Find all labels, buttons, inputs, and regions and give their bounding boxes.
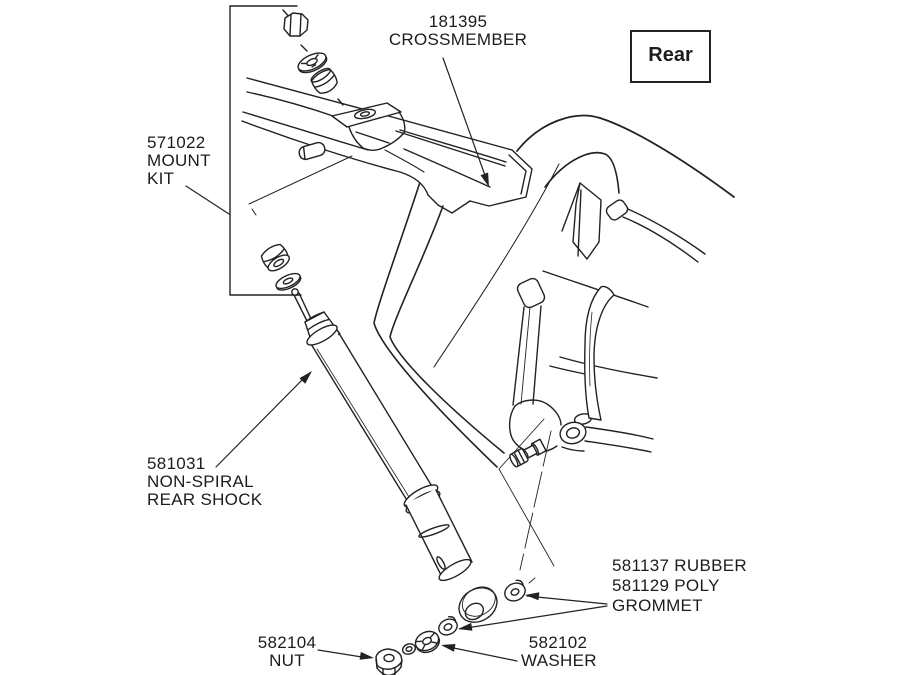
- part-name: WASHER: [521, 651, 597, 670]
- part-name: GROMMET: [612, 596, 703, 615]
- part-name: MOUNT: [147, 151, 211, 170]
- nut-drawing: [375, 648, 403, 675]
- view-label-box: Rear: [630, 30, 711, 83]
- rear-shock-drawing: [293, 292, 498, 623]
- part-name: KIT: [147, 169, 175, 188]
- lower-hardware-drawing: [375, 577, 536, 675]
- part-number: 581129 POLY: [612, 576, 720, 595]
- frame-rail-drawing: [373, 114, 735, 571]
- part-number: 582102: [528, 633, 588, 652]
- part-name: NON-SPIRAL: [147, 472, 254, 491]
- part-name: NUT: [269, 651, 305, 670]
- shock-lower-stud: [509, 438, 547, 468]
- part-name: CROSSMEMBER: [388, 30, 528, 49]
- leader-lines: [185, 57, 608, 662]
- crossmember-drawing: [241, 77, 533, 214]
- part-number: 571022: [147, 133, 206, 152]
- view-label: Rear: [648, 44, 693, 66]
- part-number: 581031: [147, 454, 206, 473]
- arrowheads: [299, 172, 540, 660]
- part-number: 581137 RUBBER: [612, 556, 747, 575]
- part-number: 181395: [428, 12, 488, 31]
- part-name: REAR SHOCK: [147, 490, 263, 509]
- washer-drawing: [414, 630, 441, 654]
- mount-kit-drawing: [229, 5, 353, 296]
- part-number: 582104: [257, 633, 317, 652]
